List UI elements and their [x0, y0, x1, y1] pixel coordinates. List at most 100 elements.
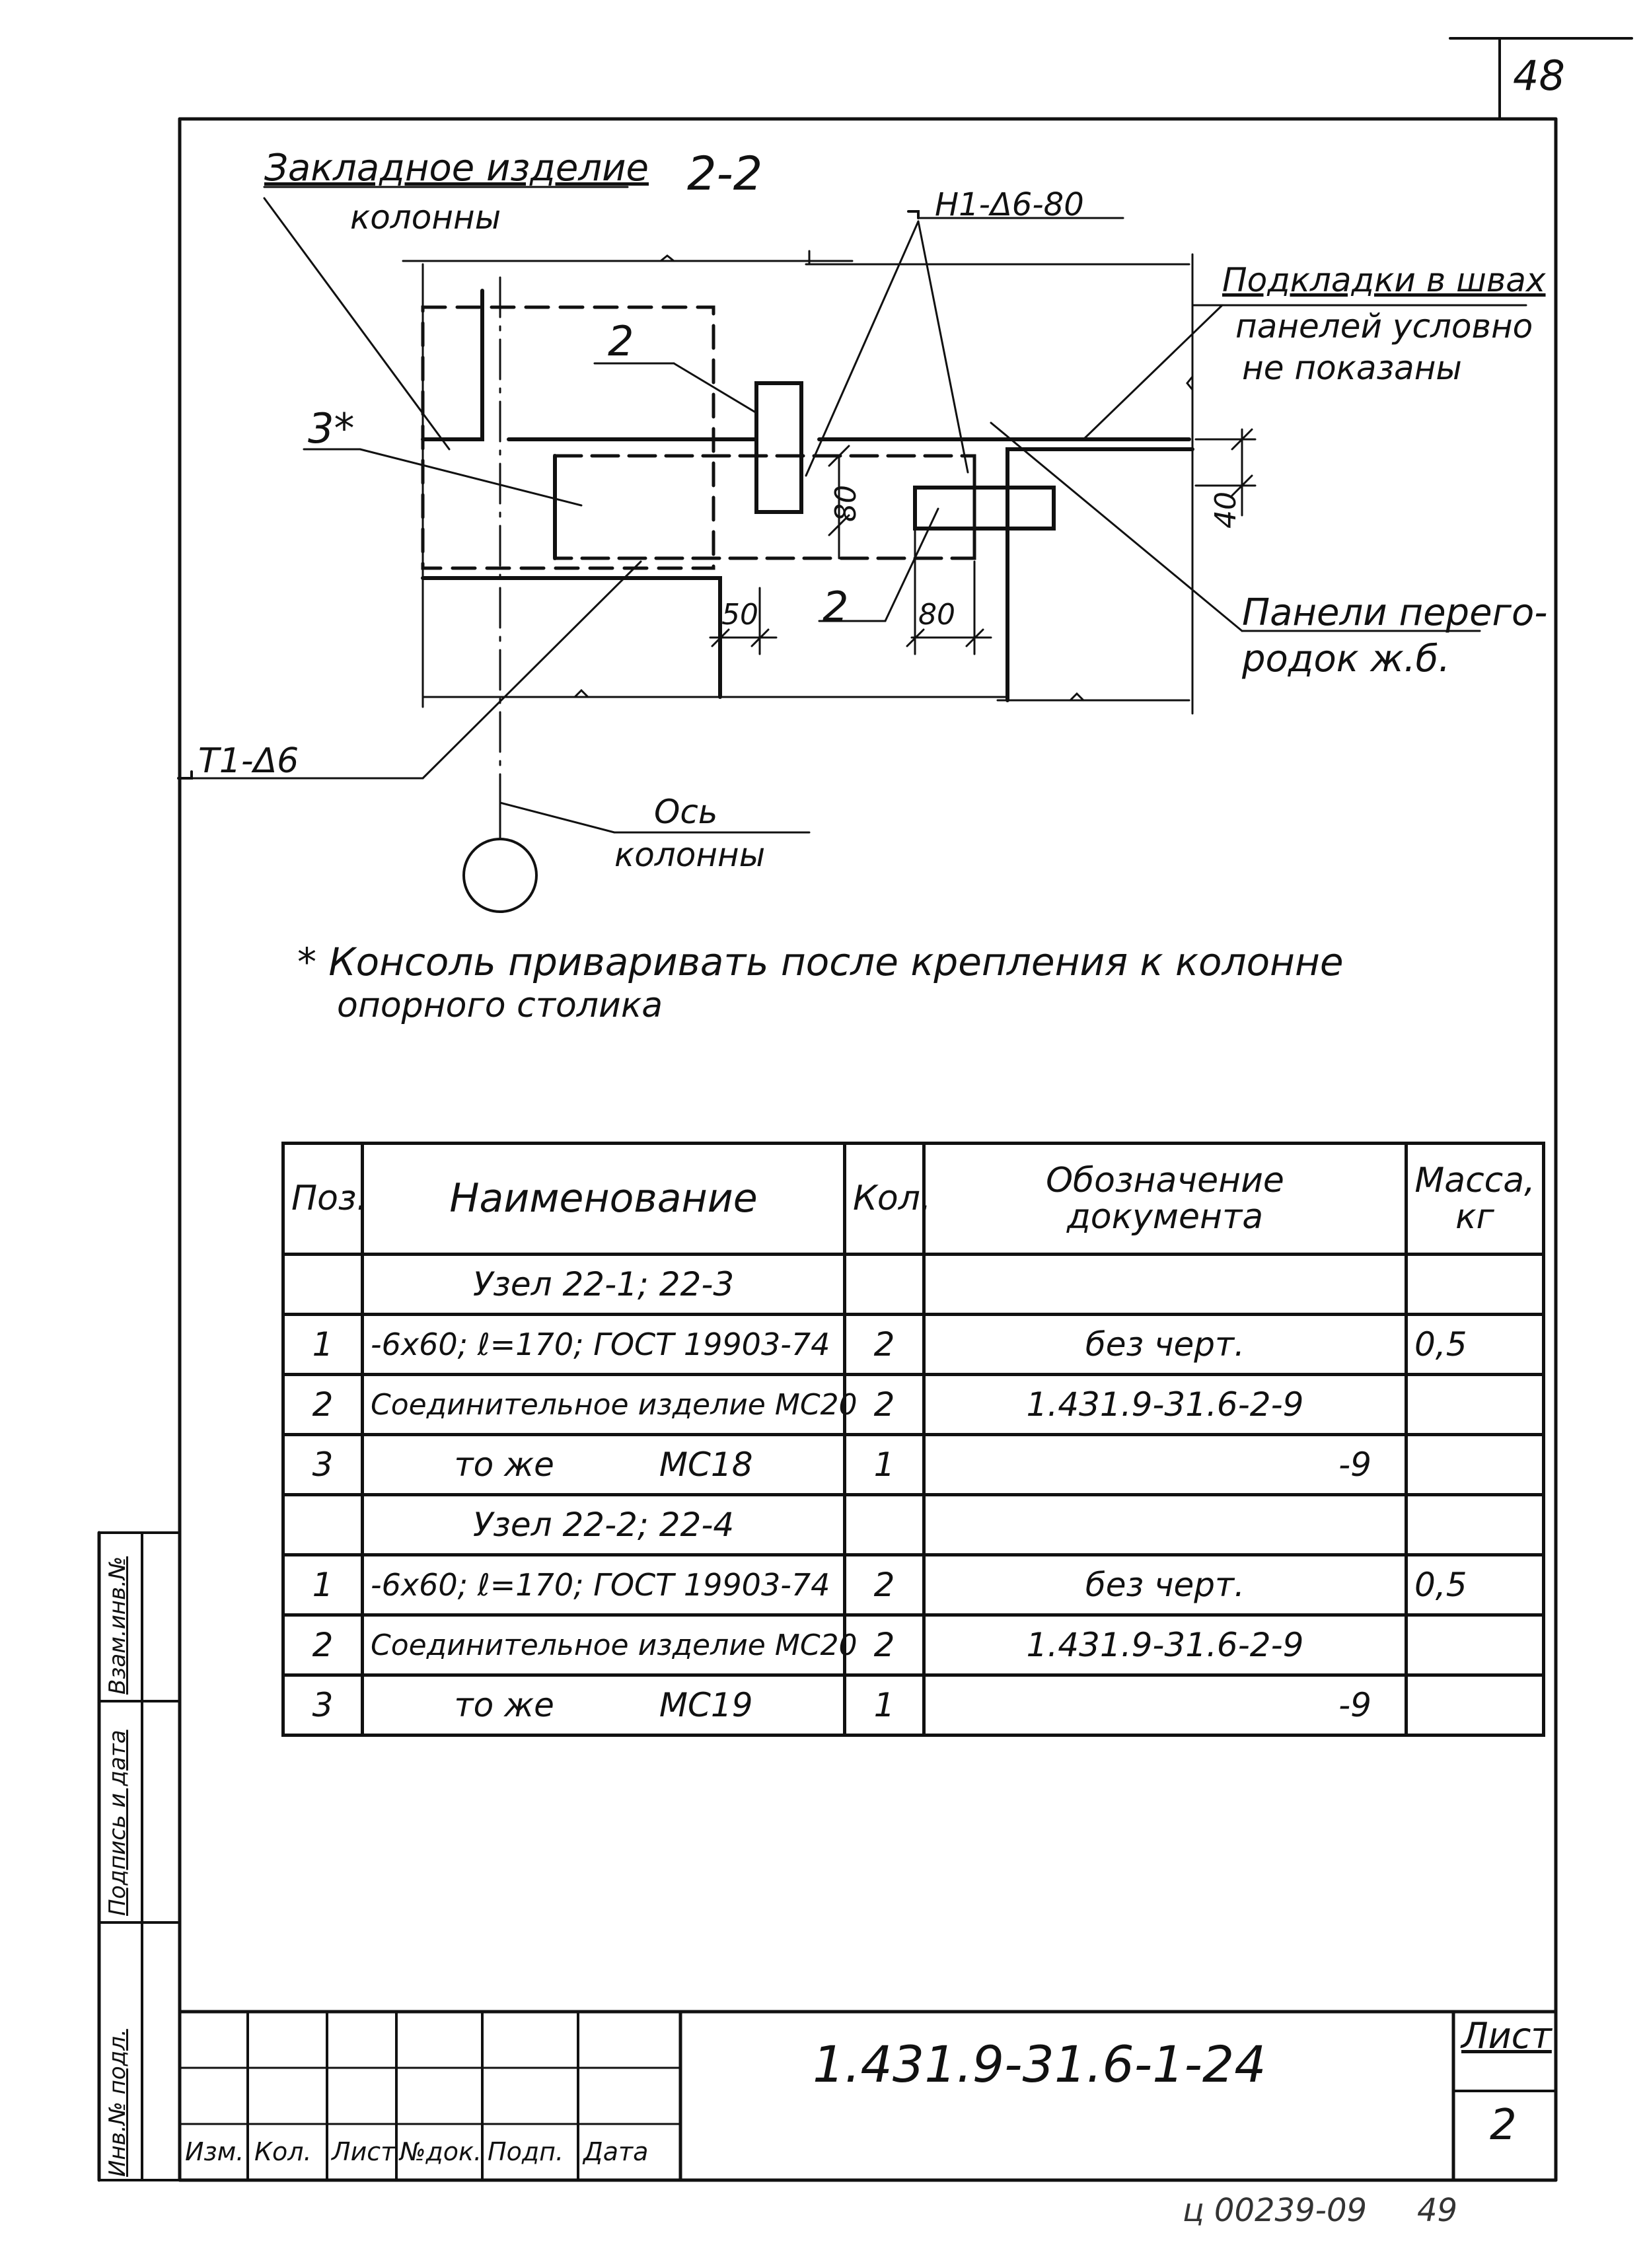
col-podp: Подп. — [488, 2137, 564, 2166]
spec-header-row: Поз. Наименование Кол. Обозначение докум… — [281, 1142, 1545, 1256]
cell-pos: 2 — [281, 1373, 364, 1436]
label-pads-3: не показаны — [1242, 349, 1462, 387]
table-row: 2 Соединительное изделие МС20 2 1.431.9-… — [281, 1373, 1545, 1436]
cell-empty — [843, 1493, 926, 1556]
dim-50: 50 — [721, 598, 758, 632]
cell-qty: 1 — [843, 1673, 926, 1737]
dim-tick — [828, 445, 850, 467]
note-line-2: опорного столика — [337, 986, 663, 1025]
cell-pos: 1 — [281, 1313, 364, 1376]
cell-name: Соединительное изделие МС20 — [361, 1613, 858, 1677]
label-axis: Ось — [654, 793, 718, 831]
column-plate-left — [421, 289, 484, 441]
cell-mass — [1405, 1613, 1545, 1677]
weld-flag-bottom — [177, 770, 193, 780]
cell-qty: 1 — [843, 1433, 926, 1496]
pos-3: 3* — [308, 404, 355, 453]
section-title: 2-2 — [687, 147, 763, 201]
upper-connector — [754, 381, 803, 514]
col-kol: Кол. — [254, 2137, 312, 2166]
header-pos: Поз. — [281, 1142, 367, 1256]
col-izm: Изм. — [185, 2137, 244, 2166]
dim-tick — [906, 628, 925, 647]
pos-2-upper: 2 — [608, 317, 634, 365]
dim-tick — [965, 628, 984, 647]
dim-80-horizontal: 80 — [918, 598, 955, 632]
console-part — [553, 454, 976, 560]
axis-circle — [462, 838, 538, 913]
side-vzam-inv: Взам.инв.№ — [104, 1556, 131, 1695]
label-embedded-part-column: колонны — [350, 198, 501, 237]
label-pads: Подкладки в швах — [1222, 261, 1546, 299]
group-title: Узел 22-1; 22-3 — [361, 1253, 846, 1316]
cell-mass: 0,5 — [1405, 1313, 1545, 1376]
document-code: 1.431.9-31.6-1-24 — [813, 2035, 1266, 2094]
break-mark — [659, 254, 675, 262]
cell-name: то же МС19 — [361, 1673, 846, 1737]
break-mark — [573, 688, 589, 698]
cell-doc: 1.431.9-31.6-2-9 — [922, 1613, 1408, 1677]
leader-panels — [990, 421, 1243, 632]
dim-80-vertical: 80 — [829, 485, 863, 522]
dim-40: 40 — [1209, 492, 1243, 529]
pos-2-lower: 2 — [822, 583, 849, 631]
group-title-row: Узел 22-1; 22-3 — [281, 1253, 1545, 1316]
cell-qty: 2 — [843, 1373, 926, 1436]
leader-weld-top-2 — [917, 220, 969, 474]
cell-mass: 0,5 — [1405, 1553, 1545, 1617]
header-mass-line-2: кг — [1455, 1196, 1494, 1237]
break-mark — [1186, 375, 1194, 391]
col-list: Лист — [332, 2137, 396, 2166]
leader-pos3 — [359, 448, 583, 507]
label-panels-2: родок ж.б. — [1242, 638, 1450, 680]
table-row: 1 -6х60; ℓ=170; ГОСТ 19903-74 2 без черт… — [281, 1553, 1545, 1617]
header-mass: Масса, кг — [1405, 1142, 1545, 1256]
table-row: 3 то же МС18 1 -9 — [281, 1433, 1545, 1496]
cell-name: -6х60; ℓ=170; ГОСТ 19903-74 — [361, 1553, 846, 1617]
group-title: Узел 22-2; 22-4 — [361, 1493, 846, 1556]
cell-qty: 2 — [843, 1553, 926, 1617]
note-line-1: * Консоль приваривать после крепления к … — [297, 939, 1344, 984]
cell-pos: 3 — [281, 1433, 364, 1496]
cell-qty: 2 — [843, 1313, 926, 1376]
table-row: 3 то же МС19 1 -9 — [281, 1673, 1545, 1737]
specification-table: Поз. Наименование Кол. Обозначение докум… — [281, 1142, 1545, 1737]
cell-doc: -9 — [922, 1673, 1408, 1737]
cell-name: -6х60; ℓ=170; ГОСТ 19903-74 — [361, 1313, 846, 1376]
cell-doc: без черт. — [922, 1553, 1408, 1617]
archive-number: ц 00239-09 — [1183, 2192, 1368, 2229]
dim-tick — [711, 628, 730, 647]
table-row: 1 -6х60; ℓ=170; ГОСТ 19903-74 2 без черт… — [281, 1313, 1545, 1376]
cell-empty — [843, 1253, 926, 1316]
header-qty: Кол. — [843, 1142, 932, 1256]
dim-tick — [750, 628, 770, 647]
side-inv-podl: Инв.№ подл. — [104, 2029, 131, 2177]
cell-mass — [1405, 1673, 1545, 1737]
sheet-number: 2 — [1490, 2101, 1517, 2150]
cell-pos: 2 — [281, 1613, 364, 1677]
header-mass-line-1: Масса, — [1414, 1160, 1535, 1200]
column-plate-bottom — [421, 576, 722, 699]
header-doc-line-2: документа — [1066, 1196, 1264, 1237]
leader-embedded — [263, 197, 451, 451]
cell-pos: 1 — [281, 1553, 364, 1617]
side-signature-date: Подпись и дата — [104, 1730, 131, 1916]
label-embedded-part: Закладное изделие — [264, 147, 649, 190]
cell-pos: 3 — [281, 1673, 364, 1737]
cell-doc: 1.431.9-31.6-2-9 — [922, 1373, 1408, 1436]
leader-pos2-upper — [673, 362, 758, 414]
dim-tick — [828, 514, 850, 536]
cell-doc: -9 — [922, 1433, 1408, 1496]
table-row: 2 Соединительное изделие МС20 2 1.431.9-… — [281, 1613, 1545, 1677]
hidden-plate-outline — [421, 305, 715, 570]
cell-empty — [1405, 1493, 1545, 1556]
leader-weld-bottom — [421, 560, 642, 780]
cell-empty — [281, 1493, 364, 1556]
cell-mass — [1405, 1433, 1545, 1496]
cell-empty — [922, 1493, 1408, 1556]
dim-tick — [1231, 474, 1253, 497]
leader-weld-top-1 — [805, 220, 920, 477]
weld-label-top: Н1-Δ6-80 — [935, 186, 1084, 223]
label-panels: Панели перего- — [1242, 591, 1548, 634]
